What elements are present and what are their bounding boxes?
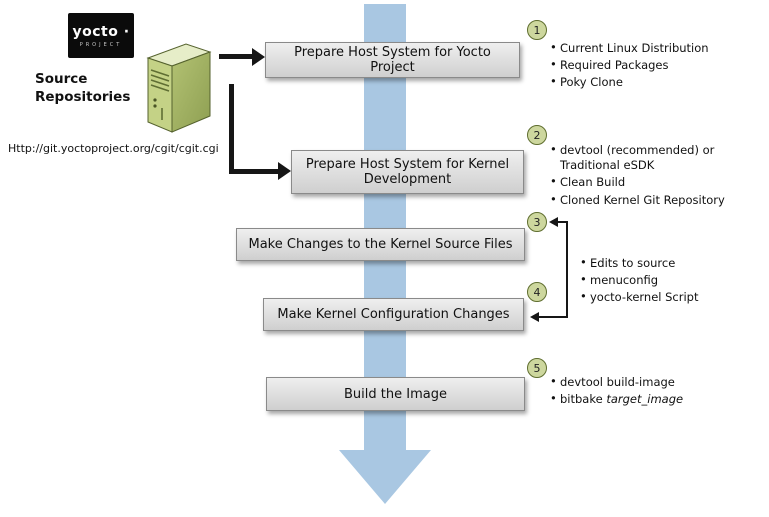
steps34-notes-list: Edits to source menuconfig yocto-kernel … [578,255,738,308]
list-item: Current Linux Distribution [548,40,748,56]
yocto-project-logo: yocto · PROJECT [68,13,134,58]
note-text: Cloned Kernel Git Repository [560,192,725,207]
source-repositories-label: Source Repositories [35,71,131,105]
step5-box: Build the Image [266,377,525,411]
connector-server-to-step2-vertical-line [229,84,234,173]
list-item: menuconfig [578,272,738,288]
list-item: yocto-kernel Script [578,289,738,305]
list-item: bitbake target_image [548,391,738,407]
step3-box: Make Changes to the Kernel Source Files [236,228,525,261]
note-text: Current Linux Distribution [560,41,709,55]
step5-number-badge: 5 [527,358,547,378]
list-item: devtool (recommended) or Traditional eSD… [548,142,738,173]
list-item: Cloned Kernel Git Repository [548,192,738,208]
list-item: devtool build-image [548,374,738,390]
list-item: Edits to source [578,255,738,271]
connector-server-to-step1-arrowhead-icon [252,48,265,66]
bracket-step4-stub-line [539,316,568,318]
step1-box: Prepare Host System for Yocto Project [265,42,520,78]
step3-number-badge: 3 [527,212,547,232]
step1-number-badge: 1 [527,20,547,40]
bracket-vertical-line [566,221,568,318]
list-item: Clean Build [548,174,738,190]
logo-project-text: PROJECT [79,41,123,48]
note-text: Poky Clone [560,75,623,90]
bracket-step3-arrowhead-icon [549,217,558,227]
list-item: Required Packages [548,57,748,73]
bracket-step4-arrowhead-icon [530,312,539,322]
step2-notes-list: devtool (recommended) or Traditional eSD… [548,142,738,210]
note-text: Required Packages [560,58,669,73]
note-text: devtool build-image [560,375,675,389]
note-text: Clean Build [560,175,626,190]
note-text: yocto-kernel Script [590,290,699,305]
server-icon [146,43,212,133]
connector-server-to-step2-horizontal-line [229,169,279,174]
connector-server-to-step2-arrowhead-icon [278,162,291,180]
step4-number-badge: 4 [527,282,547,302]
note-text: bitbake [560,392,607,407]
note-text: menuconfig [590,273,659,288]
list-item: Poky Clone [548,74,748,90]
step1-notes-list: Current Linux Distribution Required Pack… [548,40,748,93]
note-text: Edits to source [590,256,676,270]
note-text: devtool (recommended) or Traditional eSD… [560,143,715,173]
step2-number-badge: 2 [527,125,547,145]
step5-notes-list: devtool build-image bitbake target_image [548,374,738,409]
source-repositories-url: Http://git.yoctoproject.org/cgit/cgit.cg… [8,142,219,155]
bracket-step3-stub-line [558,221,568,223]
logo-brand-text: yocto · [72,23,130,40]
connector-server-to-step1-line [219,54,253,59]
step2-box: Prepare Host System for Kernel Developme… [291,150,524,194]
step4-box: Make Kernel Configuration Changes [263,298,524,331]
note-italic-text: target_image [606,392,684,407]
